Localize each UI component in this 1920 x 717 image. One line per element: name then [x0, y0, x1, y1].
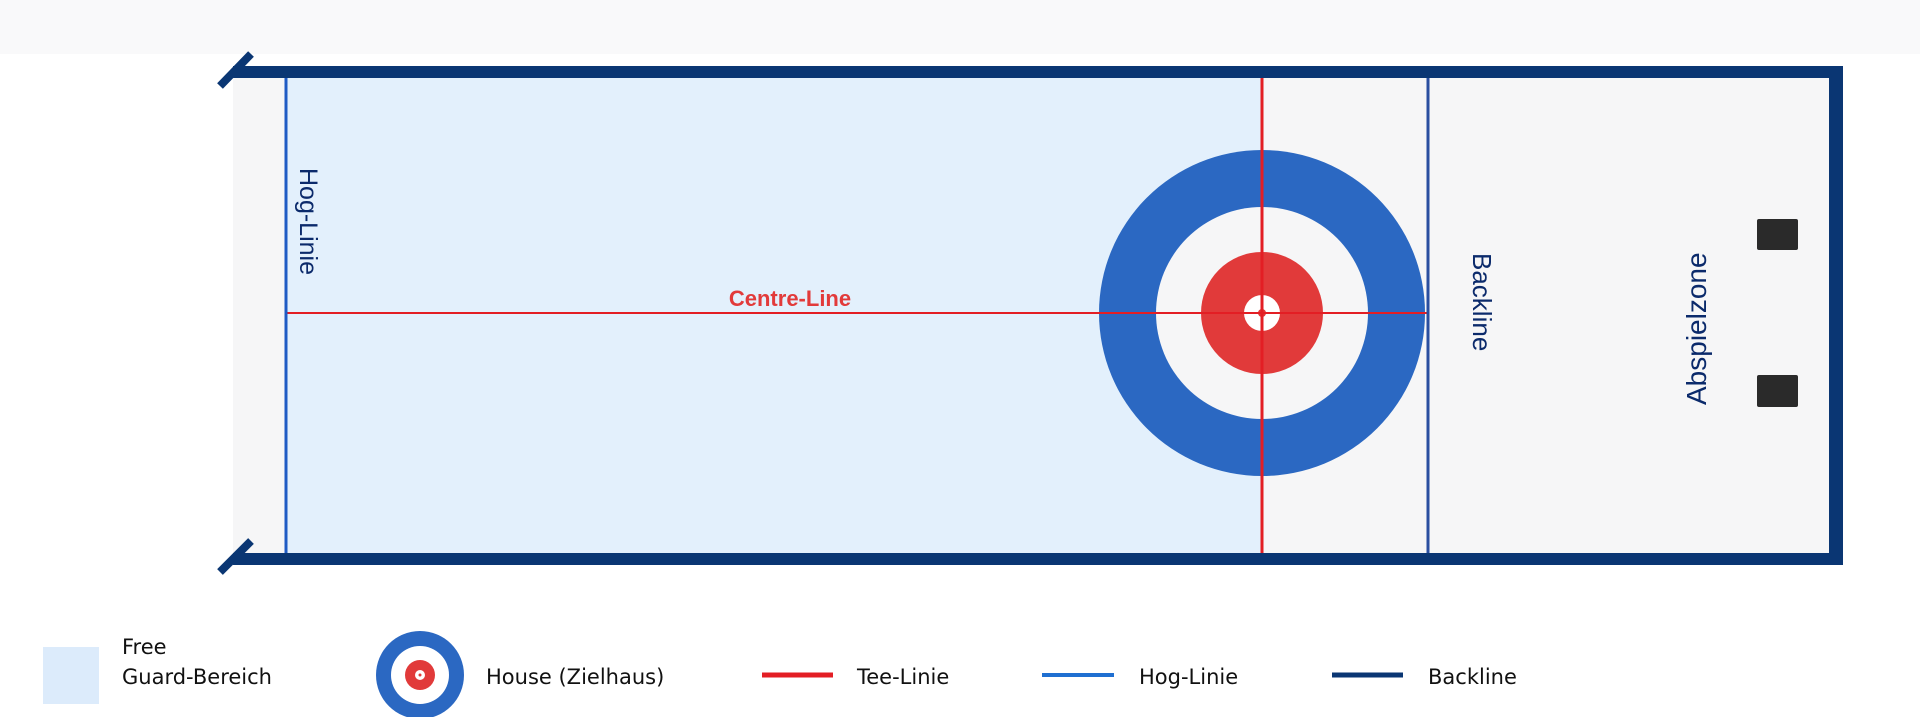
hog-line-label: Hog-Linie	[294, 168, 322, 275]
corner-tick-bottom	[217, 538, 254, 575]
legend-backline-label: Backline	[1428, 665, 1517, 689]
delivery-zone-label: Abspielzone	[1681, 252, 1712, 405]
backline-label: Backline	[1467, 253, 1497, 351]
corner-tick-top	[217, 51, 254, 89]
legend-house-label: House (Zielhaus)	[486, 665, 664, 689]
free-guard-zone	[286, 72, 1261, 560]
centre-line-label: Centre-Line	[729, 286, 851, 311]
rink-border	[233, 66, 1843, 565]
hack-top	[1757, 219, 1798, 250]
top-strip	[0, 0, 1920, 54]
legend-free-guard-swatch	[43, 647, 99, 704]
legend-house-icon	[376, 631, 464, 717]
legend-tee-line-label: Tee-Linie	[856, 665, 949, 689]
hack-bottom	[1757, 375, 1798, 407]
legend-free-guard-label-1: Free	[122, 635, 167, 659]
legend-free-guard-label-2: Guard-Bereich	[122, 665, 272, 689]
legend: Free Guard-Bereich House (Zielhaus) Tee-…	[43, 631, 1517, 717]
legend-hog-line-label: Hog-Linie	[1139, 665, 1238, 689]
